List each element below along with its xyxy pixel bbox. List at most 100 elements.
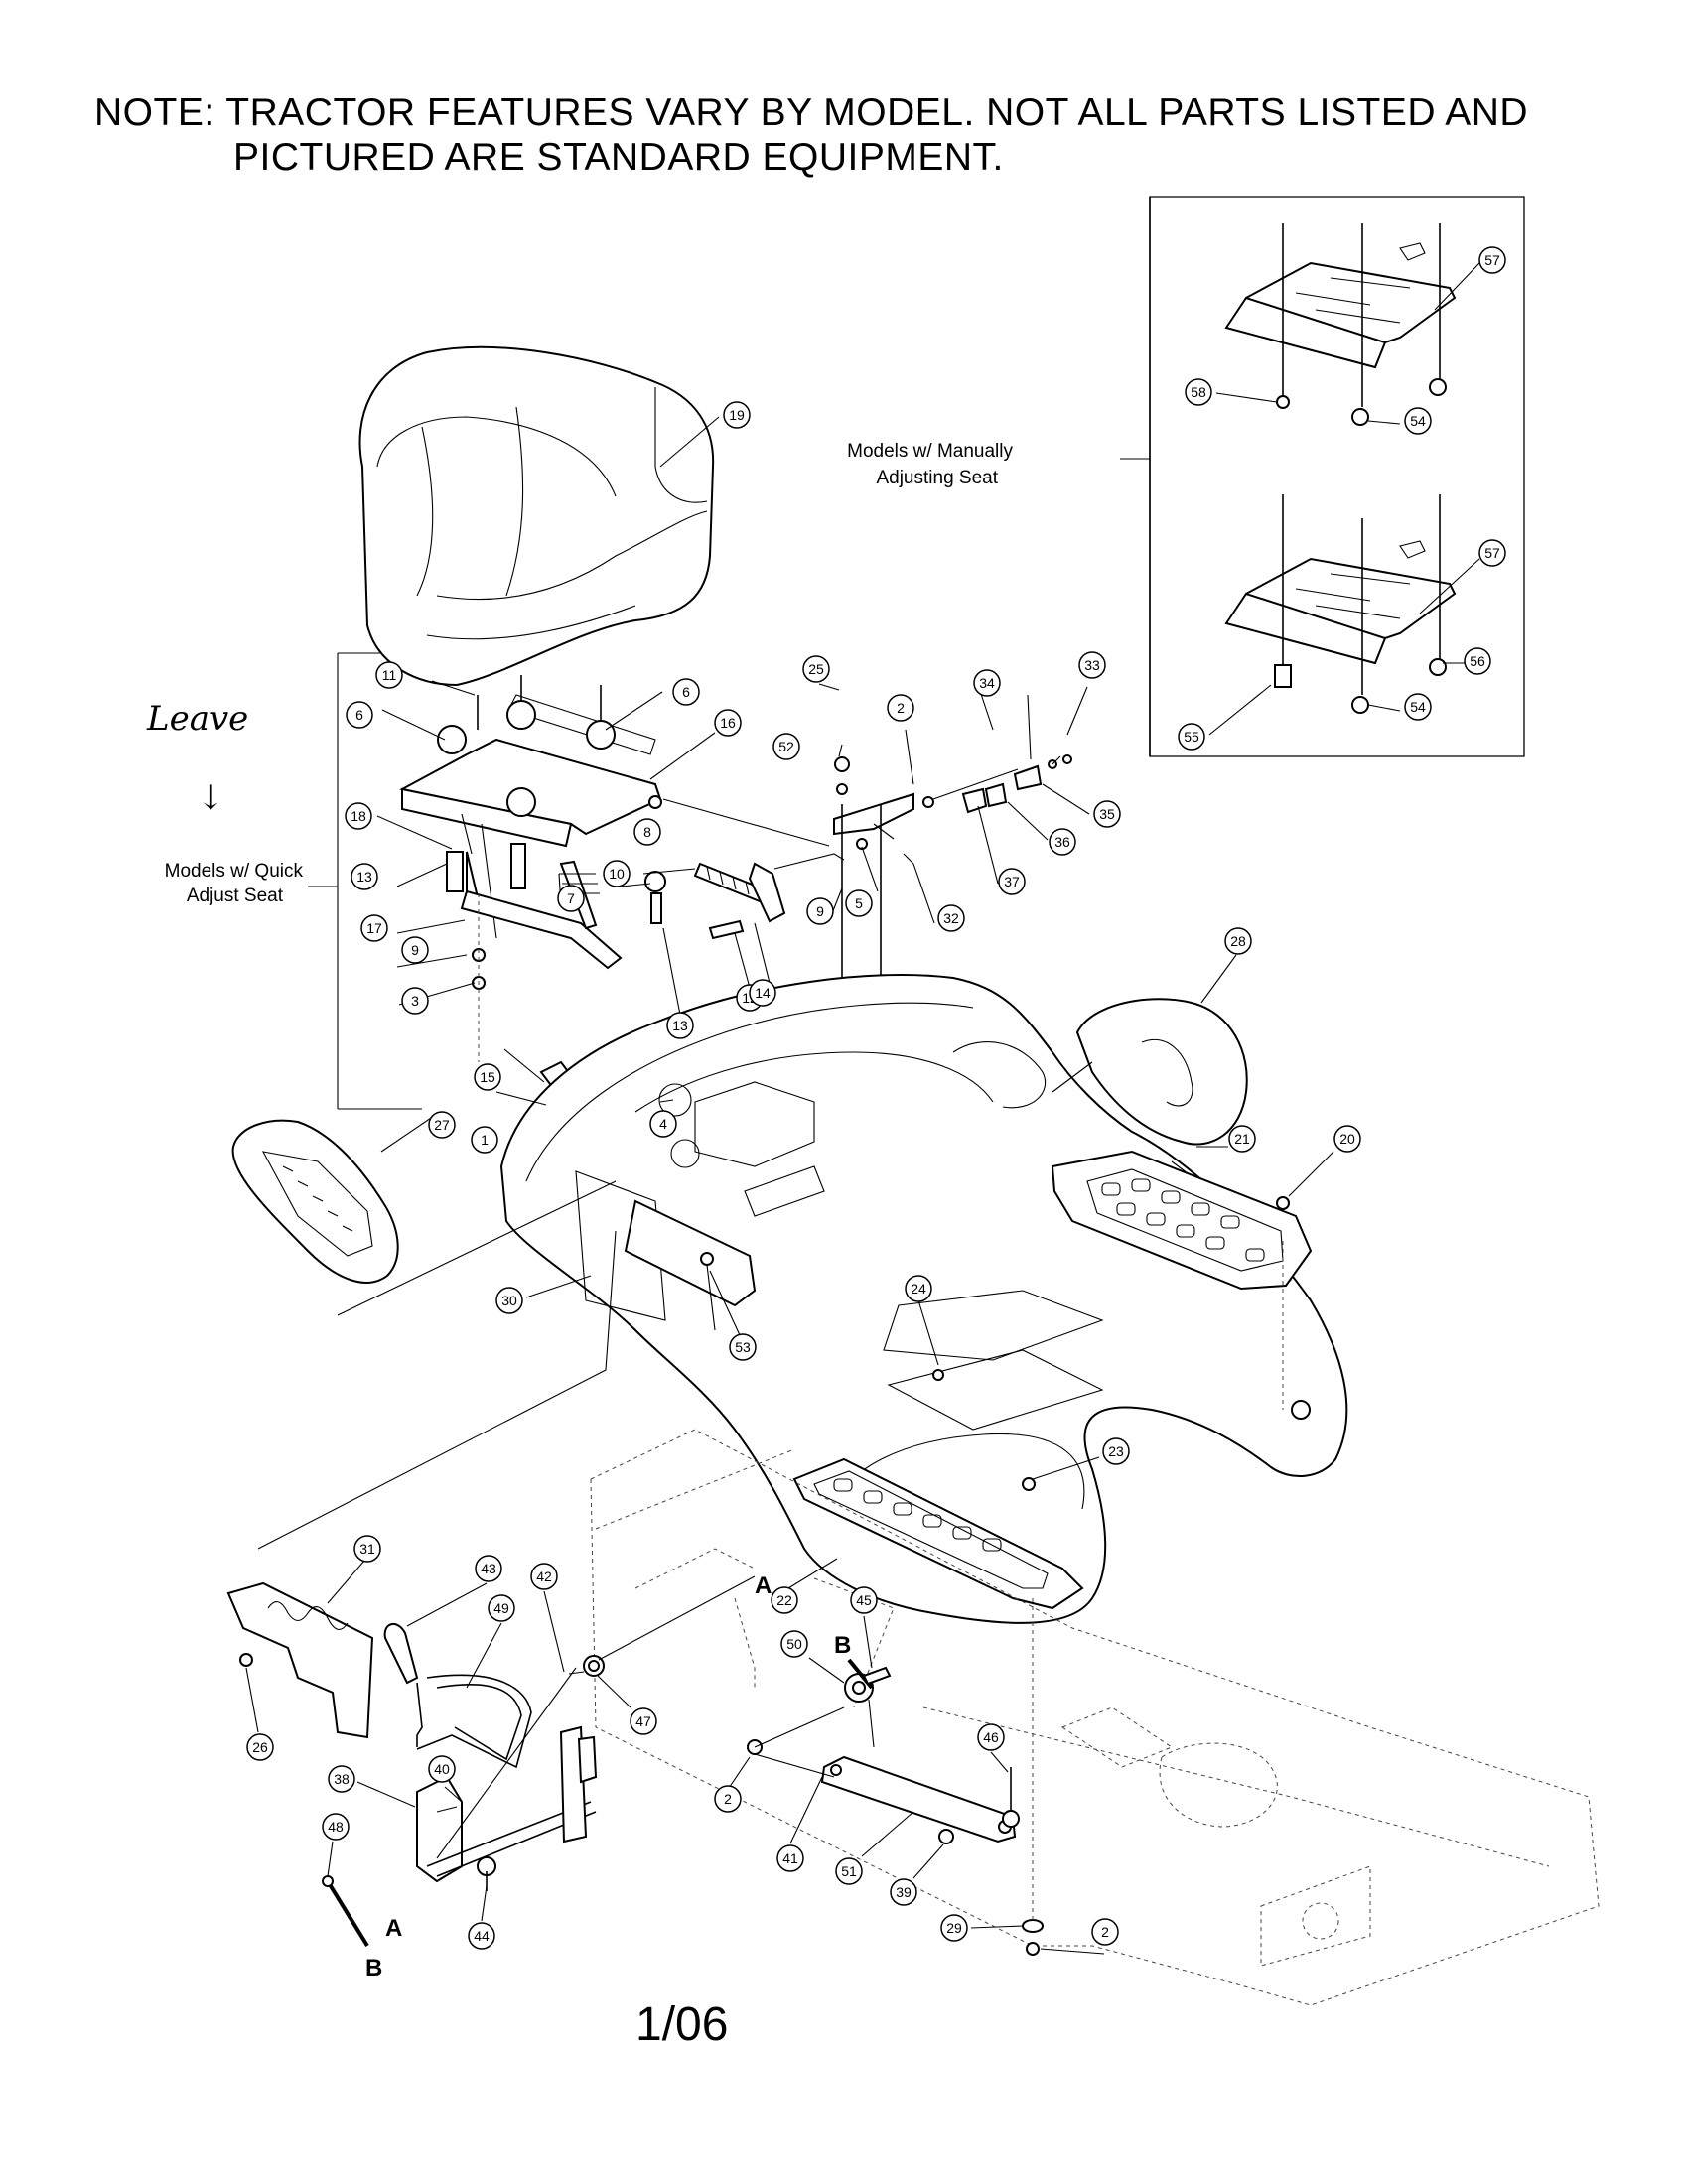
manual-seat-label-1: Models w/ Manually xyxy=(847,441,1013,462)
leaders xyxy=(245,416,1334,1955)
note-line-1: NOTE: TRACTOR FEATURES VARY BY MODEL. NO… xyxy=(94,91,1529,134)
callout-5: 5 xyxy=(845,889,873,917)
callout-46: 46 xyxy=(977,1723,1005,1751)
callout-38: 38 xyxy=(328,1765,355,1793)
callout-6: 6 xyxy=(346,701,373,729)
svg-text:25: 25 xyxy=(808,661,824,677)
svg-text:36: 36 xyxy=(1054,834,1070,850)
callout-57: 57 xyxy=(1478,539,1506,567)
callout-9: 9 xyxy=(806,897,834,925)
letter-b-upper: B xyxy=(834,1632,851,1659)
svg-text:8: 8 xyxy=(643,824,651,840)
callout-57: 57 xyxy=(1478,246,1506,274)
svg-text:45: 45 xyxy=(856,1592,872,1608)
callout-39: 39 xyxy=(890,1878,917,1906)
callout-1: 1 xyxy=(471,1126,498,1154)
svg-text:43: 43 xyxy=(481,1561,496,1576)
svg-text:53: 53 xyxy=(735,1339,751,1355)
svg-text:42: 42 xyxy=(536,1569,552,1584)
svg-text:58: 58 xyxy=(1191,384,1206,400)
svg-text:16: 16 xyxy=(720,715,736,731)
manual-seat-label-2: Adjusting Seat xyxy=(876,468,998,488)
svg-text:50: 50 xyxy=(786,1636,802,1652)
callouts: 1 2 2 2 3 4 5 6 6 7 8 9 9 10 11 12 13 13… xyxy=(246,246,1506,1950)
svg-text:39: 39 xyxy=(896,1884,912,1900)
callout-49: 49 xyxy=(488,1594,515,1622)
svg-text:33: 33 xyxy=(1084,657,1100,673)
callout-40: 40 xyxy=(428,1755,456,1783)
svg-text:9: 9 xyxy=(816,903,824,919)
svg-text:52: 52 xyxy=(778,739,794,754)
callout-48: 48 xyxy=(322,1813,350,1841)
callout-53: 53 xyxy=(729,1333,757,1361)
letter-a-upper: A xyxy=(755,1572,772,1599)
svg-text:40: 40 xyxy=(434,1761,450,1777)
svg-text:18: 18 xyxy=(351,808,366,824)
callout-30: 30 xyxy=(495,1287,523,1314)
svg-text:17: 17 xyxy=(366,920,382,936)
svg-text:47: 47 xyxy=(635,1713,651,1729)
letter-a-lower: A xyxy=(385,1915,402,1942)
callout-37: 37 xyxy=(998,868,1026,895)
svg-text:6: 6 xyxy=(682,684,690,700)
callout-51: 51 xyxy=(835,1857,863,1885)
svg-text:24: 24 xyxy=(911,1281,926,1297)
svg-text:38: 38 xyxy=(334,1771,350,1787)
callout-14: 14 xyxy=(749,979,776,1007)
svg-text:35: 35 xyxy=(1099,806,1115,822)
callout-9: 9 xyxy=(401,936,429,964)
callout-13: 13 xyxy=(351,863,378,890)
callout-8: 8 xyxy=(633,818,661,846)
svg-text:31: 31 xyxy=(359,1541,375,1557)
svg-text:48: 48 xyxy=(328,1819,344,1835)
svg-text:57: 57 xyxy=(1484,545,1500,561)
svg-text:2: 2 xyxy=(897,700,905,716)
svg-text:26: 26 xyxy=(252,1739,268,1755)
svg-text:44: 44 xyxy=(474,1928,490,1944)
callout-56: 56 xyxy=(1464,647,1491,675)
callout-47: 47 xyxy=(630,1707,657,1735)
callout-58: 58 xyxy=(1185,378,1212,406)
svg-text:51: 51 xyxy=(841,1863,857,1879)
callout-18: 18 xyxy=(345,802,372,830)
svg-text:5: 5 xyxy=(855,895,863,911)
left-footrest xyxy=(792,1457,1084,1610)
svg-text:13: 13 xyxy=(356,869,372,885)
callout-43: 43 xyxy=(475,1555,502,1582)
svg-text:14: 14 xyxy=(755,985,771,1001)
svg-text:30: 30 xyxy=(501,1293,517,1308)
callout-29: 29 xyxy=(940,1914,968,1942)
left-insert-pad xyxy=(231,1119,617,1316)
callout-13: 13 xyxy=(666,1012,694,1039)
svg-text:32: 32 xyxy=(943,910,959,926)
svg-text:57: 57 xyxy=(1484,252,1500,268)
seat-linkage xyxy=(662,684,1072,1171)
svg-text:21: 21 xyxy=(1234,1131,1250,1147)
quick-seat-label-1: Models w/ Quick xyxy=(165,861,304,882)
svg-text:41: 41 xyxy=(782,1850,798,1866)
right-insert-pad xyxy=(1052,998,1248,1146)
callout-3: 3 xyxy=(401,987,429,1015)
lower-linkage xyxy=(226,1477,1044,1956)
callout-17: 17 xyxy=(360,914,388,942)
callout-20: 20 xyxy=(1333,1125,1361,1153)
plate xyxy=(624,1199,757,1331)
svg-text:7: 7 xyxy=(567,890,575,906)
svg-text:56: 56 xyxy=(1470,653,1485,669)
svg-text:54: 54 xyxy=(1410,413,1426,429)
callout-36: 36 xyxy=(1049,828,1076,856)
svg-text:2: 2 xyxy=(1101,1924,1109,1940)
callout-28: 28 xyxy=(1224,927,1252,955)
right-footrest xyxy=(1051,1150,1313,1410)
svg-text:11: 11 xyxy=(382,667,397,683)
svg-text:29: 29 xyxy=(946,1920,962,1936)
svg-text:27: 27 xyxy=(434,1117,450,1133)
svg-text:55: 55 xyxy=(1184,729,1199,745)
callout-27: 27 xyxy=(428,1111,456,1139)
svg-text:13: 13 xyxy=(672,1018,688,1033)
handwritten-note: Leave xyxy=(146,699,248,739)
seat-bracket-lower xyxy=(1224,494,1457,714)
svg-text:20: 20 xyxy=(1339,1131,1355,1147)
callout-54: 54 xyxy=(1404,693,1432,721)
svg-text:2: 2 xyxy=(724,1791,732,1807)
